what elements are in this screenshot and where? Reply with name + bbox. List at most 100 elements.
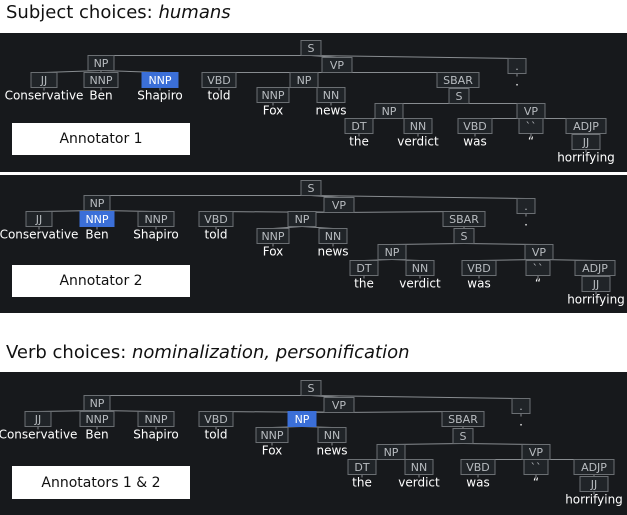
node-label: SBAR xyxy=(443,74,473,87)
token-word: told xyxy=(205,228,228,242)
node-label: SBAR xyxy=(449,213,479,226)
tree-node-vp: VP xyxy=(323,397,355,413)
node-box xyxy=(516,198,536,214)
verb-heading-emphasis: nominalization, personification xyxy=(132,342,410,363)
token-word: told xyxy=(205,428,228,442)
subject-heading-prefix: Subject choices: xyxy=(6,2,159,23)
token-word: Conservative xyxy=(0,228,78,242)
node-label: VP xyxy=(332,199,347,212)
node-box xyxy=(349,260,379,276)
node-box xyxy=(453,228,475,244)
token-word: Shapiro xyxy=(133,228,179,242)
node-label: VP xyxy=(529,446,544,459)
node-box xyxy=(321,57,353,73)
tree-node-s: S xyxy=(300,380,322,396)
node-label: NNP xyxy=(85,413,108,426)
tree-node-adjp: ADJP xyxy=(573,459,615,475)
node-label: NNP xyxy=(144,213,167,226)
tree-node-dt: DT xyxy=(344,118,374,134)
node-label: . xyxy=(515,60,519,73)
tree-node-pd: . xyxy=(507,58,527,74)
node-box xyxy=(318,228,348,244)
node-label: NNP xyxy=(260,429,283,442)
token-word: Ben xyxy=(85,228,108,242)
node-label: NNP xyxy=(261,230,284,243)
node-label: VBD xyxy=(467,262,491,275)
node-box xyxy=(24,411,52,427)
node-box xyxy=(256,87,290,103)
node-box xyxy=(198,211,234,227)
token-word: was xyxy=(463,135,486,149)
node-label: NNP xyxy=(89,74,112,87)
tree-node-vp2: VP xyxy=(524,244,554,260)
token-word: . xyxy=(519,415,523,429)
node-box xyxy=(323,197,355,213)
node-label: VBD xyxy=(463,120,487,133)
node-label: S xyxy=(308,42,315,55)
node-box xyxy=(405,260,435,276)
node-label: NNP xyxy=(261,89,284,102)
tree-node-np2: NP xyxy=(374,103,404,119)
node-box xyxy=(441,411,485,427)
token-word: the xyxy=(352,476,372,490)
tree-node-jj2: JJ xyxy=(581,276,611,292)
node-box xyxy=(137,211,175,227)
token-word: “ xyxy=(533,476,539,490)
tree-node-sbar: SBAR xyxy=(442,211,486,227)
token-word: Shapiro xyxy=(133,428,179,442)
node-label: NP xyxy=(90,397,105,410)
node-box xyxy=(300,180,322,196)
tree-node-s2: S xyxy=(448,88,470,104)
node-label: NP xyxy=(295,413,310,426)
tree-node-n2: NNP xyxy=(83,72,119,88)
node-box xyxy=(518,118,544,134)
tree-node-nn1: NN xyxy=(316,87,346,103)
token-word: horrifying xyxy=(565,493,623,507)
node-label: ADJP xyxy=(573,120,599,133)
node-box xyxy=(442,211,486,227)
tree-node-n5: NP xyxy=(289,72,319,88)
tree-node-vp: VP xyxy=(321,57,353,73)
node-label: VBD xyxy=(466,461,490,474)
tree-node-np2: NP xyxy=(376,444,406,460)
tree-node-s2: S xyxy=(453,228,475,244)
tree-node-pd: . xyxy=(511,398,531,414)
tree-node-nn2: NN xyxy=(403,118,433,134)
token-word: was xyxy=(466,476,489,490)
node-label: JJ xyxy=(34,413,42,426)
tree-node-n1: JJ xyxy=(24,411,52,427)
tree-node-nn1: NN xyxy=(317,427,347,443)
node-label: VBD xyxy=(204,413,228,426)
node-label: VP xyxy=(332,399,347,412)
token-word: Shapiro xyxy=(137,89,183,103)
node-box xyxy=(79,411,115,427)
token-word: Fox xyxy=(262,444,283,458)
tree-node-nnp2: NNP xyxy=(256,228,290,244)
node-label: S xyxy=(460,430,467,443)
token-word: Conservative xyxy=(0,428,77,442)
subject-choices-heading: Subject choices: humans xyxy=(6,2,231,23)
node-box xyxy=(344,118,374,134)
node-box xyxy=(317,427,347,443)
node-label: . xyxy=(519,400,523,413)
node-label: NN xyxy=(324,429,340,442)
node-box xyxy=(457,118,493,134)
tree-edge xyxy=(310,55,518,59)
node-label: NN xyxy=(323,89,339,102)
node-box xyxy=(83,72,119,88)
token-word: verdict xyxy=(398,476,440,490)
node-label: JJ xyxy=(592,278,600,291)
node-box xyxy=(300,380,322,396)
node-label: . xyxy=(524,200,528,213)
node-box xyxy=(574,260,616,276)
tree-node-n2: NNP xyxy=(79,411,115,427)
node-box xyxy=(581,276,611,292)
subject-heading-emphasis: humans xyxy=(158,2,231,23)
node-label: NN xyxy=(411,461,427,474)
node-label: SBAR xyxy=(448,413,478,426)
tree-node-bq: `` xyxy=(518,118,544,134)
token-word: “ xyxy=(535,277,541,291)
